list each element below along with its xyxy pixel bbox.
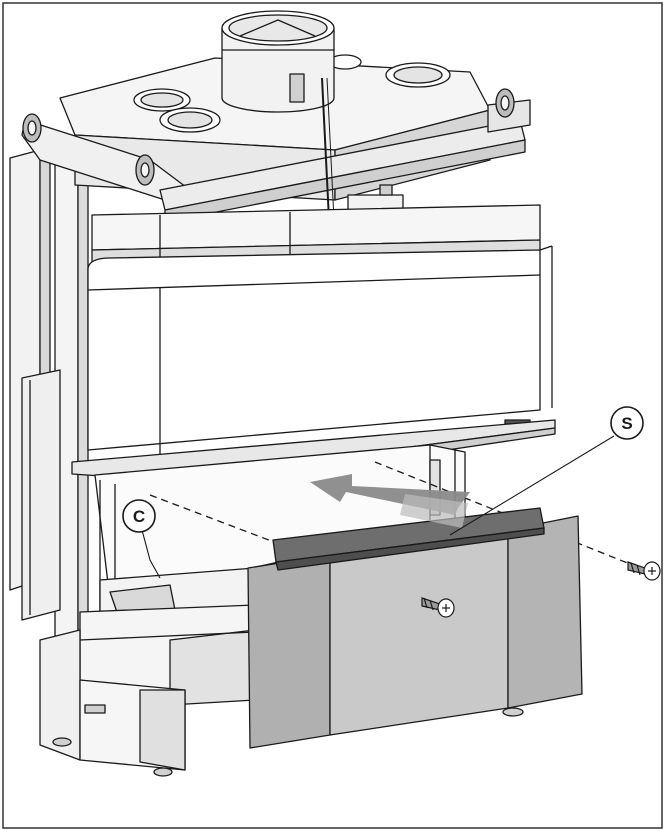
fireplace-unit <box>9 10 556 777</box>
callout-s-label: S <box>621 414 632 433</box>
callout-s-circle <box>610 406 644 440</box>
glass-right-pane <box>507 515 583 709</box>
screw-left <box>421 597 455 618</box>
hearth-base <box>79 567 256 706</box>
leader-s <box>449 435 615 536</box>
callout-c: C <box>122 499 156 533</box>
glass-door <box>247 507 583 749</box>
base-stand <box>39 629 524 777</box>
glass-center-pane <box>329 529 509 736</box>
callout-leaders <box>141 435 615 579</box>
left-side-rails <box>9 147 89 651</box>
screw-right <box>627 561 661 581</box>
insertion-arrow <box>310 474 470 528</box>
callout-c-label: C <box>133 507 145 526</box>
air-ducts <box>133 10 451 133</box>
callout-c-circle <box>122 499 156 533</box>
screws <box>421 561 661 618</box>
glass-left-pane <box>247 554 331 749</box>
leader-c <box>141 529 161 579</box>
pulley-frame <box>21 88 531 223</box>
callout-s: S <box>610 406 644 440</box>
firebox-front-panel <box>87 245 553 460</box>
